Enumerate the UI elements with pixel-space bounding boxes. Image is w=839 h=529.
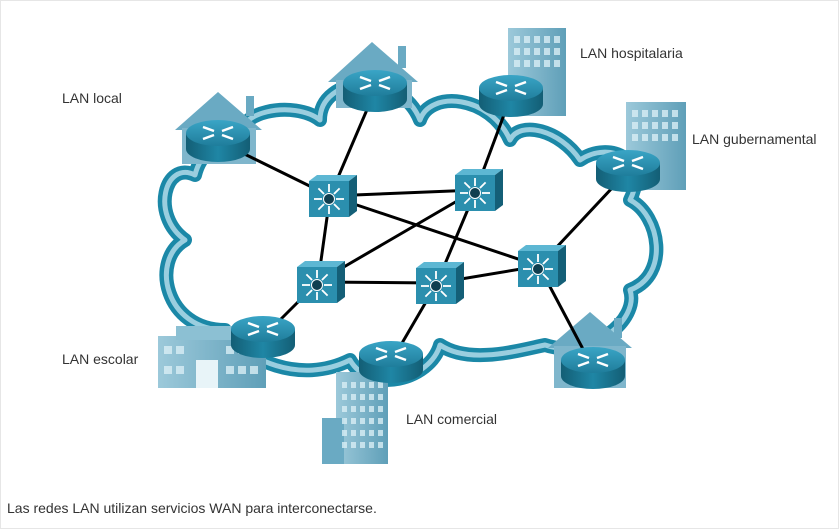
multilayer-switch-icon bbox=[297, 261, 345, 303]
router-icon bbox=[231, 316, 295, 358]
router-icon bbox=[561, 347, 625, 389]
devices bbox=[186, 70, 660, 389]
router-icon bbox=[359, 341, 423, 383]
label-lan-local: LAN local bbox=[62, 90, 122, 106]
label-lan-commercial: LAN comercial bbox=[406, 411, 498, 427]
router-icon bbox=[343, 70, 407, 112]
multilayer-switch-icon bbox=[455, 169, 503, 211]
multilayer-switch-icon bbox=[416, 262, 464, 304]
router-icon bbox=[596, 150, 660, 192]
label-lan-school: LAN escolar bbox=[62, 351, 139, 367]
network-link bbox=[329, 194, 540, 268]
figure-caption: Las redes LAN utilizan servicios WAN par… bbox=[7, 500, 377, 516]
multilayer-switch-icon bbox=[518, 245, 566, 287]
label-lan-hospital: LAN hospitalaria bbox=[580, 45, 683, 61]
router-icon bbox=[186, 120, 250, 162]
school-building-icon bbox=[158, 326, 266, 388]
skyscraper-icon bbox=[322, 372, 388, 464]
router-icon bbox=[479, 75, 543, 117]
label-lan-gov: LAN gubernamental bbox=[692, 131, 817, 147]
multilayer-switch-icon bbox=[309, 175, 357, 217]
